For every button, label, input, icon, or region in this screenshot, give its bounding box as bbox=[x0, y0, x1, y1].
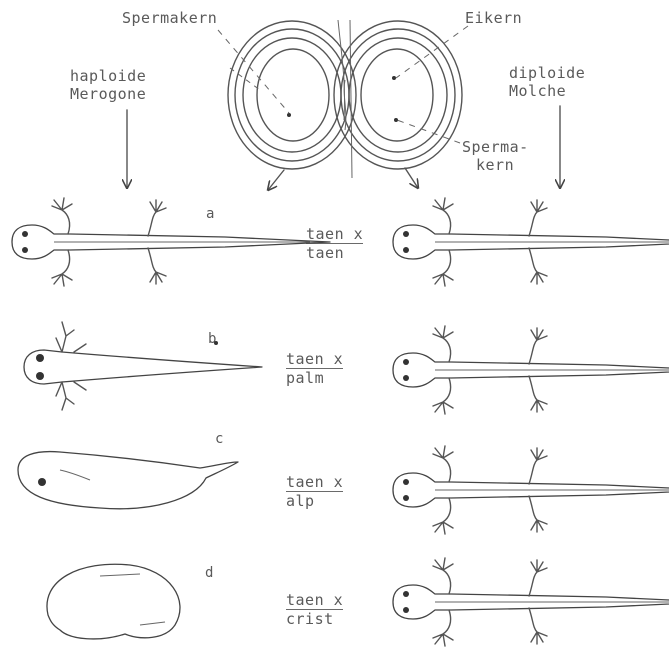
embryo-haploid-c bbox=[18, 452, 238, 509]
salamander-diploid-d bbox=[393, 558, 669, 646]
salamander-haploid-a bbox=[12, 198, 330, 286]
nucleus-pair-illustration bbox=[218, 20, 468, 178]
arrow-diagonal-right bbox=[405, 168, 418, 188]
arrow-diagonal-left bbox=[268, 170, 284, 190]
salamander-diploid-c bbox=[393, 446, 669, 534]
salamander-diploid-b bbox=[393, 326, 669, 414]
salamander-diploid-a bbox=[393, 198, 669, 286]
salamander-haploid-b bbox=[24, 322, 262, 410]
embryo-haploid-d bbox=[47, 564, 180, 639]
